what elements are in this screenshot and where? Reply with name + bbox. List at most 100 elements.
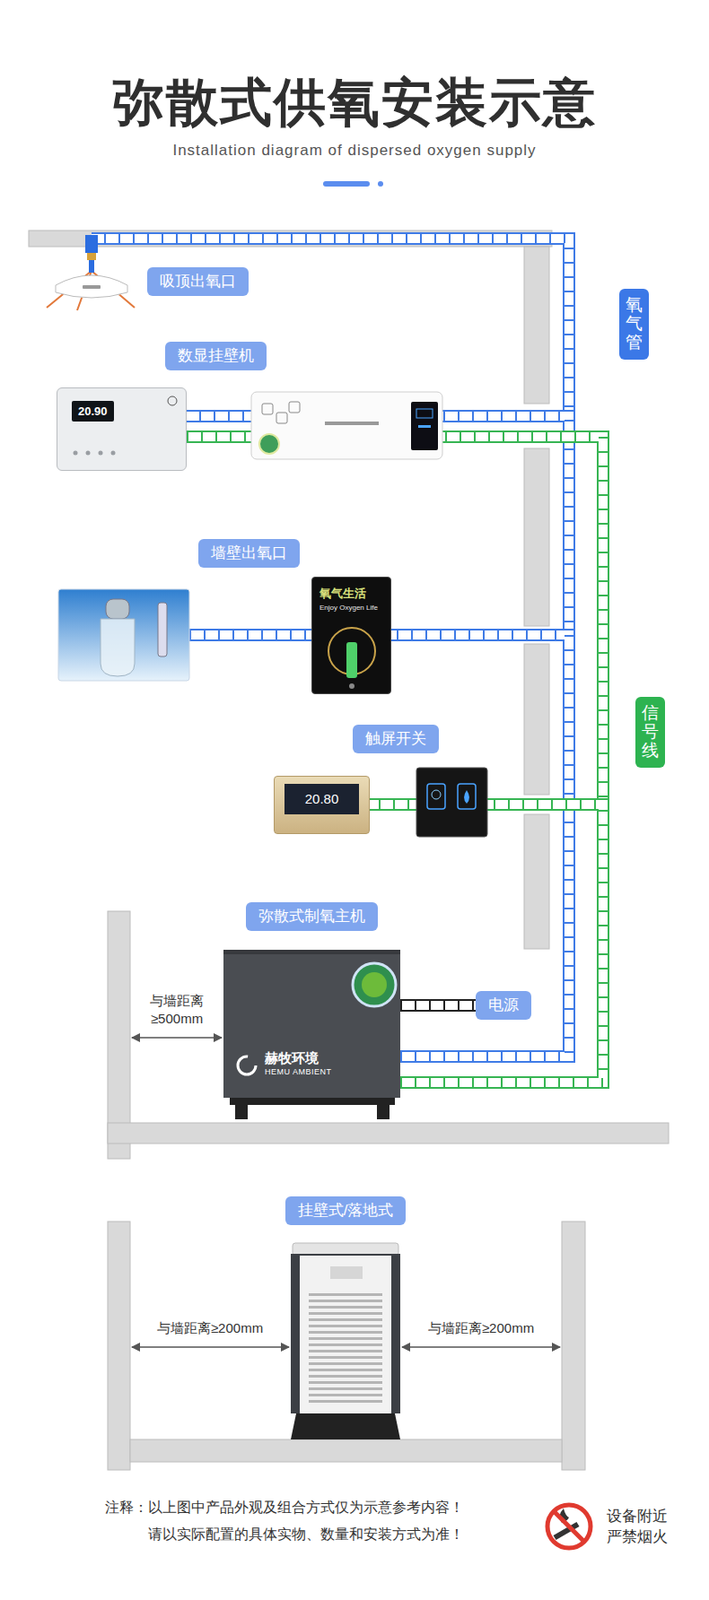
cabinet-unit: [290, 1243, 401, 1441]
pipe-rungs: [189, 630, 312, 640]
ceiling-outlet: [46, 235, 135, 311]
ornament-dot: [377, 181, 384, 187]
pipe-rungs: [91, 238, 569, 1058]
node-text: 触屏开关: [365, 730, 427, 748]
wall-mounted-unit: [324, 421, 379, 426]
touch-switch: [463, 790, 470, 805]
display-wall-unit: 20.90: [56, 387, 187, 472]
main-unit-stand: [229, 1098, 395, 1121]
label-pill: 电源: [475, 991, 532, 1021]
badge: [352, 963, 396, 1007]
wall-strip: [107, 1222, 131, 1471]
ceiling-outlet: [85, 235, 98, 254]
humidifier-outlet: [157, 603, 167, 657]
button-dot: [111, 451, 116, 456]
pipe-core: [91, 238, 569, 1058]
touch-switch: [416, 768, 488, 838]
humidifier-outlet: [100, 619, 135, 677]
wall-strip: [524, 448, 550, 627]
wall-strip: [524, 246, 550, 404]
node-text: HEMU AMBIENT: [264, 1067, 401, 1077]
wall-mounted-unit: [262, 403, 273, 415]
node-text: 挂壁式/落地式: [297, 1202, 394, 1220]
ceiling-outlet: [88, 260, 95, 273]
annotation-label: Installation diagram of dispersed oxygen…: [172, 140, 536, 162]
wall-mounted-unit: [411, 402, 438, 451]
touch-screen: 20.80: [273, 776, 370, 835]
annotation-label: 注释：以上图中产品外观及组合方式仅为示意参考内容！: [105, 1498, 464, 1519]
pipe-connector: [391, 635, 569, 1058]
cabinet-unit: [299, 1256, 392, 1415]
logo-mark: [167, 396, 177, 406]
no-smoking-sign: [547, 1505, 591, 1550]
wall-mounted-unit: [416, 409, 433, 419]
button-dot: [73, 451, 79, 456]
wall-mounted-unit: [418, 425, 431, 429]
main-unit-stand: [229, 1098, 395, 1106]
humidifier-outlet: [58, 589, 190, 682]
node-text: 弥散式制氧主机: [258, 908, 366, 926]
no-smoking-sign: [553, 1512, 585, 1543]
touch-switch: [431, 790, 441, 800]
pipe-connector: [369, 805, 604, 1084]
pipe-outline: [391, 635, 569, 1058]
label-pill: 弥散式制氧主机: [245, 902, 378, 932]
badge-core: [361, 972, 387, 998]
touch-switch: [457, 784, 476, 810]
label-pill: 触屏开关: [352, 725, 439, 754]
node-text: 20.90: [71, 401, 114, 422]
label-pill: 吸顶出氧口: [147, 267, 249, 297]
pipe-outline: [369, 805, 604, 1084]
wall-mounted-unit: [276, 412, 288, 424]
no-smoking-sign: [547, 1505, 591, 1550]
touch-switch: [416, 768, 488, 838]
dimension-arrow: [131, 1347, 289, 1349]
wall-mounted-unit: [251, 392, 443, 460]
pipe-connector: [400, 1006, 476, 1007]
node-text: 电源: [488, 997, 519, 1015]
logo-mark: [349, 683, 355, 690]
pipe-core: [189, 630, 312, 640]
node-text: 吸顶出氧口: [159, 272, 237, 290]
node-text: 信号线: [641, 704, 659, 762]
panel-bottle: [346, 642, 358, 679]
label-pill: 挂壁式/落地式: [285, 1197, 407, 1226]
wall-mounted-unit: [259, 434, 280, 455]
oxygen-branch-pipe: [189, 635, 312, 637]
touch-switch: [427, 784, 446, 810]
annotation-label: 与墙距离≥200mm: [157, 1320, 263, 1339]
wall-strip: [107, 911, 131, 1160]
title-ornament: [323, 181, 384, 187]
pipe-core: [391, 635, 569, 1058]
node-text: 氧气管: [625, 296, 643, 353]
pipe-outline: [189, 629, 312, 642]
dimension-arrow: [402, 1347, 561, 1349]
cabinet-unit: [292, 1243, 399, 1257]
main-unit-stand: [235, 1103, 248, 1121]
humidifier-outlet: [105, 599, 130, 620]
main-unit-stand: [376, 1103, 390, 1121]
cabinet-unit: [290, 1414, 401, 1441]
cabinet-unit: [330, 1267, 363, 1280]
cabinet-unit: [290, 1254, 401, 1415]
pipe-outline: [400, 999, 476, 1013]
wall-mounted-unit: [288, 402, 300, 413]
wall-mounted-unit: [251, 392, 443, 460]
button-dot: [98, 451, 104, 456]
ceiling-outlet: [82, 285, 101, 289]
oxygen-trunk-pipe: [91, 238, 569, 1058]
ceiling-outlet: [87, 253, 97, 261]
label-pill: 墙壁出氧口: [198, 539, 300, 569]
wall-outlet-panel: 氧气生活Enjoy Oxygen Life: [311, 577, 392, 695]
logo-mark: [237, 1057, 256, 1076]
node-text: 20.80: [284, 784, 359, 815]
pipe-core: [369, 805, 604, 1084]
pipe-core: [400, 1001, 476, 1011]
dimension-arrow: [131, 1037, 222, 1040]
wall: [107, 246, 669, 1471]
annotation-label: 与墙距离≥200mm: [428, 1320, 534, 1339]
node-text: Enjoy Oxygen Life: [319, 603, 384, 613]
oxygen-main-unit: 赫牧环境HEMU AMBIENT: [223, 950, 401, 1099]
floor: [107, 1123, 669, 1145]
wall-strip: [524, 814, 550, 950]
